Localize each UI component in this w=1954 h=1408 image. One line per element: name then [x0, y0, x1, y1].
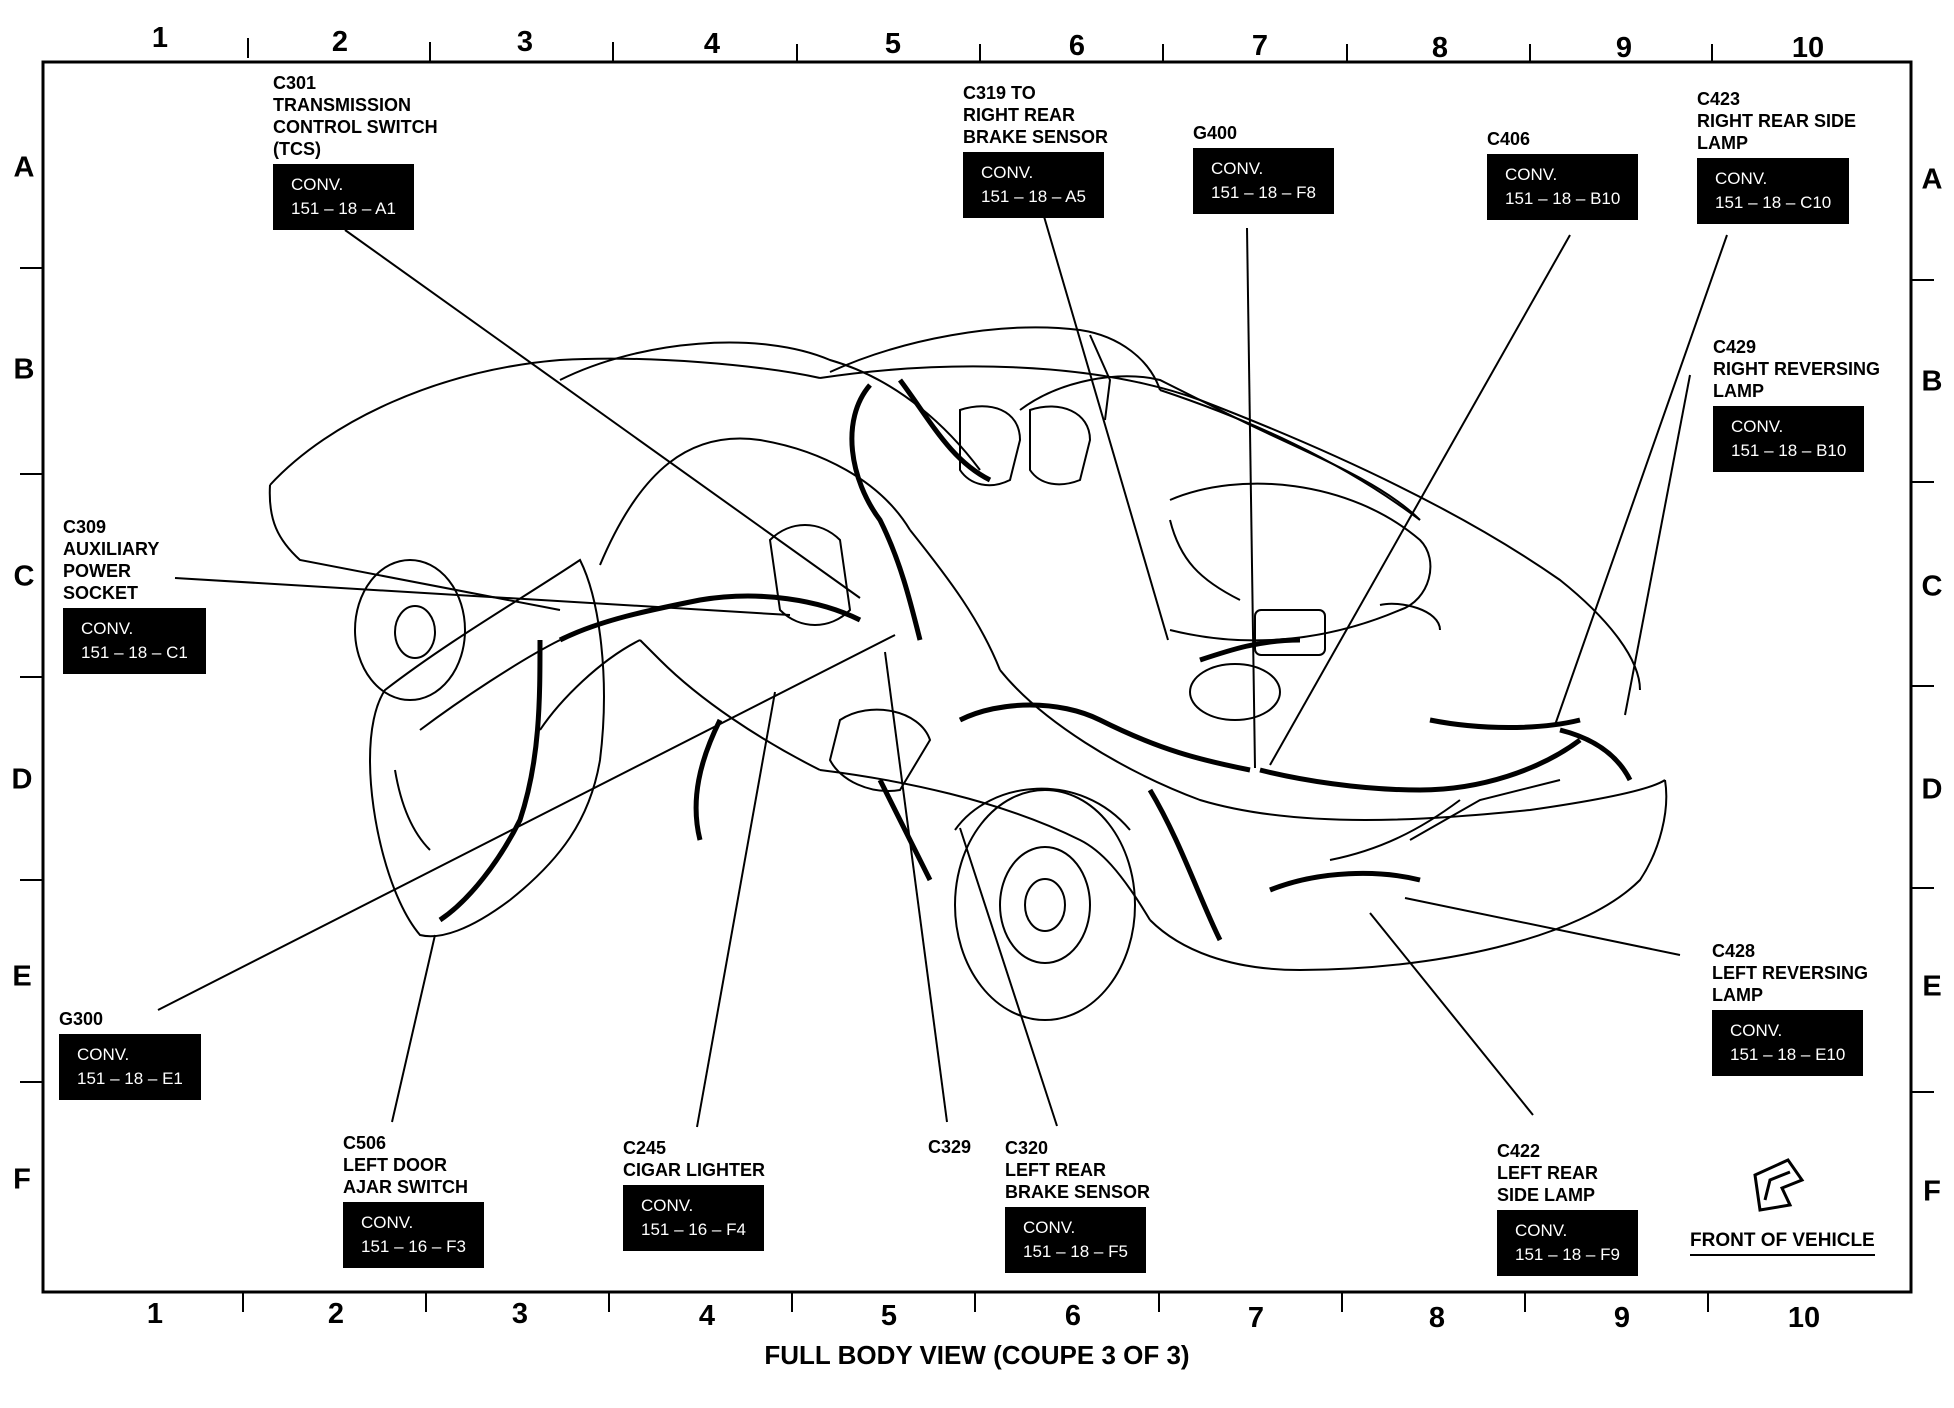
callout-title: G300 — [59, 1009, 104, 1029]
row-left-B: B — [13, 353, 35, 386]
col-top-2: 2 — [331, 26, 349, 58]
col-bottom-5: 5 — [880, 1300, 898, 1332]
callout-title: C429 RIGHT REVERSING LAMP — [1713, 337, 1881, 401]
callout-title: C301 TRANSMISSION CONTROL SWITCH (TCS) — [273, 73, 438, 159]
callout-c245: C245 CIGAR LIGHTER CONV.151 – 16 – F4 — [623, 1137, 765, 1251]
wiring-harness — [438, 378, 1633, 942]
col-bottom-1: 1 — [146, 1298, 164, 1330]
callout-c406: C406 CONV.151 – 18 – B10 — [1487, 128, 1639, 220]
col-bottom-6: 6 — [1064, 1300, 1082, 1332]
connector-box: CONV.151 – 18 – F8 — [1193, 148, 1334, 214]
connector-box: CONV.151 – 18 – F9 — [1497, 1210, 1638, 1276]
col-bottom-2: 2 — [327, 1298, 345, 1330]
callout-c506: C506 LEFT DOOR AJAR SWITCH CONV.151 – 16… — [343, 1132, 484, 1268]
connector-box: CONV.151 – 18 – E10 — [1712, 1010, 1864, 1076]
row-right-C: C — [1921, 570, 1943, 603]
callout-title: C428 LEFT REVERSING LAMP — [1712, 941, 1869, 1005]
car-body — [268, 326, 1668, 1021]
top-column-ticks — [247, 38, 1713, 62]
callout-c429: C429 RIGHT REVERSING LAMP CONV.151 – 18 … — [1713, 336, 1880, 472]
row-left-C: C — [13, 560, 35, 593]
callout-c422: C422 LEFT REAR SIDE LAMP CONV.151 – 18 –… — [1497, 1140, 1638, 1276]
c329-label: C329 — [928, 1137, 972, 1157]
row-left-D: D — [11, 763, 33, 796]
callout-title: C406 — [1487, 129, 1531, 149]
row-right-B: B — [1921, 365, 1943, 398]
row-left-E: E — [12, 960, 32, 993]
right-row-ticks — [1911, 279, 1934, 1093]
callout-title: C506 LEFT DOOR AJAR SWITCH — [343, 1133, 468, 1197]
callout-g400: G400 CONV.151 – 18 – F8 — [1193, 122, 1334, 214]
callout-title: C423 RIGHT REAR SIDE LAMP — [1697, 89, 1857, 153]
col-bottom-8: 8 — [1428, 1302, 1446, 1334]
connector-box: CONV.151 – 18 – C1 — [63, 608, 206, 674]
col-bottom-4: 4 — [698, 1300, 716, 1332]
diagram-frame — [41, 60, 1913, 1294]
front-of-vehicle-label: FRONT OF VEHICLE — [1690, 1230, 1875, 1256]
callout-g300: G300 CONV.151 – 18 – E1 — [59, 1008, 201, 1100]
callout-title: G400 — [1193, 123, 1238, 143]
connector-box: CONV.151 – 18 – E1 — [59, 1034, 201, 1100]
callout-title: C320 LEFT REAR BRAKE SENSOR — [1005, 1138, 1151, 1202]
connector-box: CONV.151 – 18 – A1 — [273, 164, 414, 230]
bottom-column-ticks — [242, 1292, 1709, 1312]
row-left-F: F — [13, 1163, 31, 1196]
callout-c309: C309 AUXILIARY POWER SOCKET CONV.151 – 1… — [63, 516, 206, 674]
open-left-door — [368, 558, 605, 938]
front-arrow-icon — [1753, 1158, 1805, 1212]
row-right-E: E — [1922, 970, 1942, 1003]
callout-c423: C423 RIGHT REAR SIDE LAMP CONV.151 – 18 … — [1697, 88, 1856, 224]
connector-box: CONV.151 – 16 – F3 — [343, 1202, 484, 1268]
callout-c319: C319 TO RIGHT REAR BRAKE SENSOR CONV.151… — [963, 82, 1108, 218]
connector-box: CONV.151 – 18 – C10 — [1697, 158, 1850, 224]
row-left-A: A — [13, 151, 35, 184]
callout-title: C245 CIGAR LIGHTER — [623, 1138, 765, 1180]
col-top-6: 6 — [1068, 30, 1086, 62]
row-right-A: A — [1921, 163, 1943, 196]
col-top-4: 4 — [703, 28, 721, 60]
row-right-D: D — [1921, 773, 1943, 806]
connector-box: CONV.151 – 18 – B10 — [1713, 406, 1865, 472]
connector-box: CONV.151 – 18 – F5 — [1005, 1207, 1146, 1273]
connector-box: CONV.151 – 16 – F4 — [623, 1185, 764, 1251]
connector-box: CONV.151 – 18 – B10 — [1487, 154, 1639, 220]
col-top-8: 8 — [1431, 32, 1449, 64]
col-top-5: 5 — [884, 28, 902, 60]
col-top-7: 7 — [1251, 30, 1269, 62]
connector-box: CONV.151 – 18 – A5 — [963, 152, 1104, 218]
col-bottom-10: 10 — [1787, 1302, 1821, 1334]
diagram-caption: FULL BODY VIEW (COUPE 3 OF 3) — [764, 1340, 1190, 1370]
col-top-3: 3 — [516, 26, 534, 58]
col-bottom-3: 3 — [511, 1298, 529, 1330]
callout-title: C319 TO RIGHT REAR BRAKE SENSOR — [963, 83, 1109, 147]
callout-c301: C301 TRANSMISSION CONTROL SWITCH (TCS) C… — [273, 72, 438, 230]
col-bottom-9: 9 — [1613, 1302, 1631, 1334]
col-bottom-7: 7 — [1247, 1302, 1265, 1334]
leader-lines — [157, 212, 1728, 1128]
callout-c428: C428 LEFT REVERSING LAMP CONV.151 – 18 –… — [1712, 940, 1868, 1076]
row-right-F: F — [1923, 1175, 1941, 1208]
callout-c320: C320 LEFT REAR BRAKE SENSOR CONV.151 – 1… — [1005, 1137, 1150, 1273]
col-top-9: 9 — [1615, 32, 1633, 64]
front-left-wheel — [354, 559, 466, 701]
rear-left-wheel — [954, 789, 1136, 1021]
left-row-ticks — [20, 267, 43, 1083]
callout-title: C422 LEFT REAR SIDE LAMP — [1497, 1141, 1598, 1205]
col-top-10: 10 — [1791, 32, 1825, 64]
col-top-1: 1 — [151, 22, 169, 54]
callout-title: C309 AUXILIARY POWER SOCKET — [63, 517, 160, 603]
